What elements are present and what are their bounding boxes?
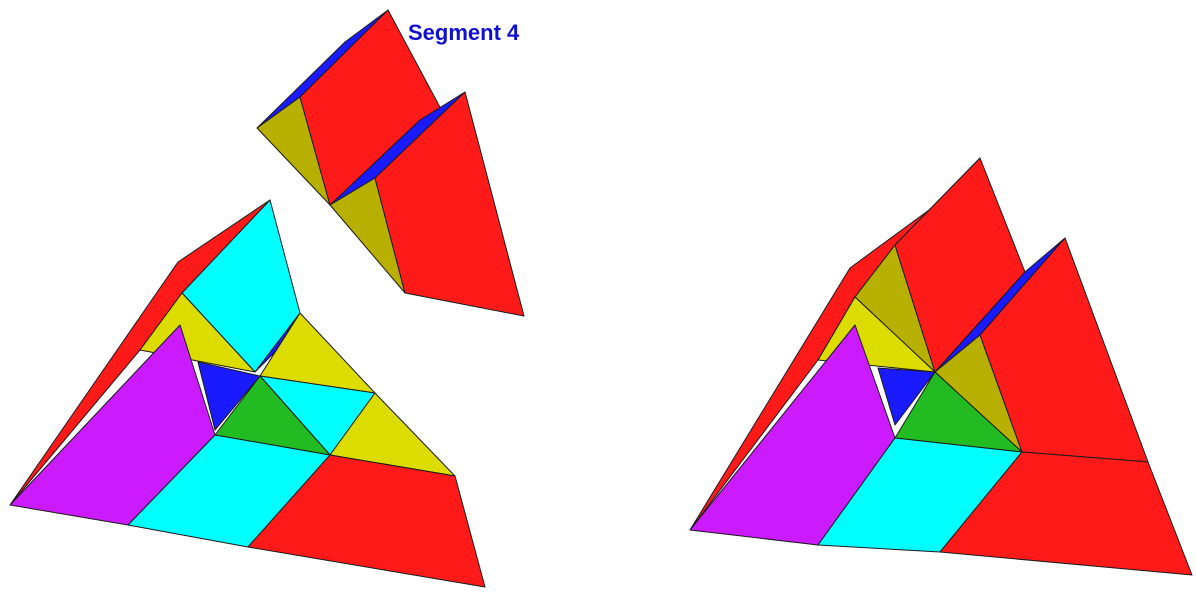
segment-4-red-face-lower — [374, 91, 525, 317]
left-blue-inner — [197, 361, 261, 431]
right-blue-inner — [877, 367, 936, 426]
right-red-bottom — [939, 451, 1193, 576]
segment-label: Segment 4 — [408, 20, 520, 45]
segment-4-piece — [256, 9, 525, 317]
right-pyramid — [689, 157, 1193, 576]
left-pyramid — [9, 199, 486, 588]
left-red-bottom — [247, 454, 486, 588]
